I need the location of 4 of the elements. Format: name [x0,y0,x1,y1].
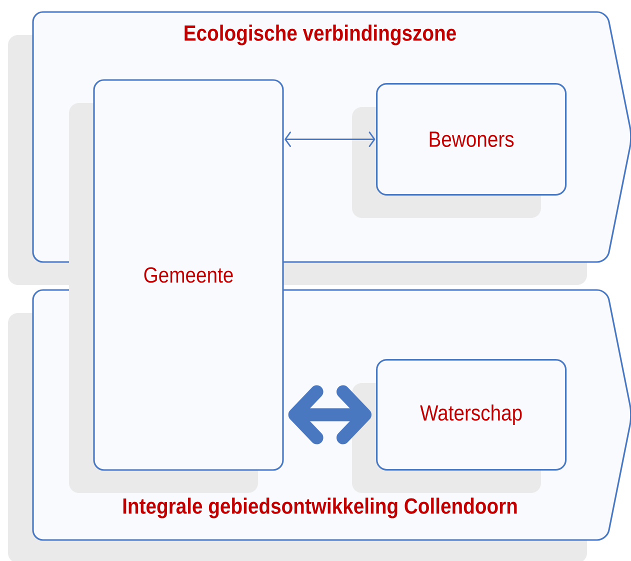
double-arrow [284,132,376,147]
actor-box: Gemeente [69,79,284,493]
actor-box: Bewoners [352,83,567,218]
actor-box: Waterschap [352,359,567,493]
